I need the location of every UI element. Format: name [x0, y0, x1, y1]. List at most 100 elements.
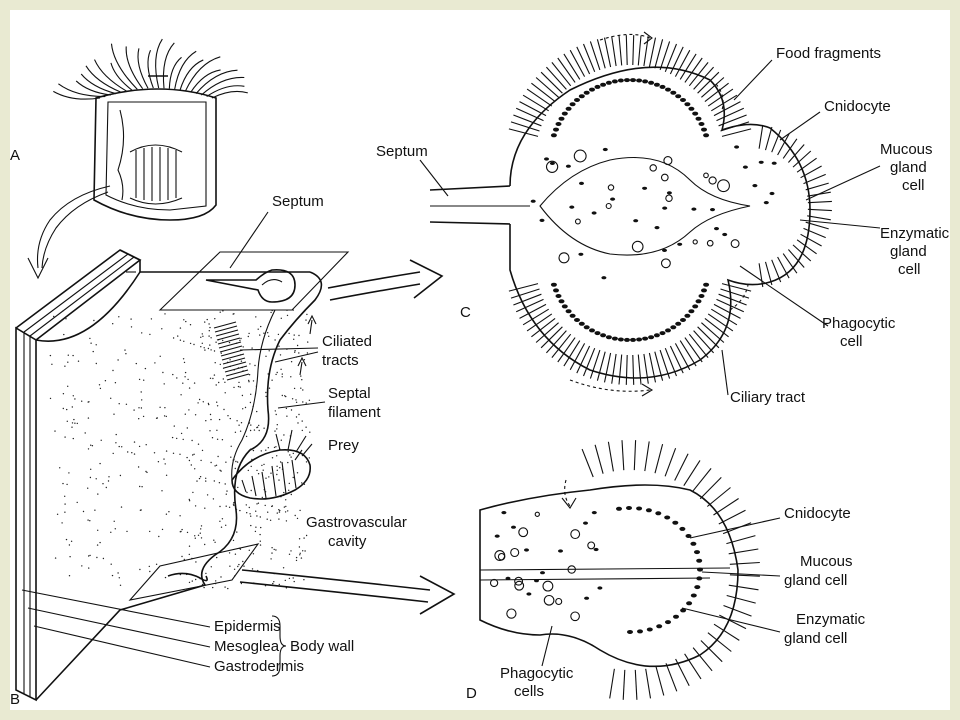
stipple-dot [266, 518, 268, 520]
nucleus [698, 122, 705, 126]
stipple-dot [279, 509, 281, 512]
cilium [777, 256, 790, 279]
nucleus [584, 596, 590, 600]
stipple-dot [107, 480, 110, 482]
stipple-dot [214, 465, 216, 467]
stipple-dot [118, 445, 120, 448]
stipple-dot [303, 310, 306, 313]
nucleus [589, 328, 595, 333]
nucleus [617, 78, 624, 83]
stipple-dot [305, 426, 307, 428]
nucleus [686, 601, 693, 606]
stipple-dot [112, 369, 114, 372]
stipple-dot [278, 509, 280, 511]
cilium [722, 522, 752, 535]
cilium [716, 107, 745, 122]
stipple-dot [241, 394, 244, 397]
nucleus [633, 219, 639, 223]
stipple-dot [200, 346, 202, 348]
stipple-dot [278, 479, 280, 481]
cilium [792, 150, 812, 168]
stipple-dot [240, 337, 242, 340]
cilium [697, 326, 720, 349]
stipple-dot [95, 362, 98, 365]
cilium [758, 124, 764, 149]
cilium [771, 259, 782, 283]
arrow-b-to-d [239, 569, 456, 615]
stipple-dot [64, 495, 66, 497]
cilia-hatch-line [215, 329, 239, 337]
stipple-dot [212, 586, 214, 589]
nucleus [540, 571, 545, 575]
stipple-dot [237, 385, 240, 388]
cilium [720, 288, 750, 299]
cilia-hatch-line [226, 373, 250, 381]
label-enzymatic-c-1: Enzymatic [880, 225, 950, 242]
vesicle [489, 578, 499, 588]
nucleus [692, 111, 699, 116]
stipple-dot [68, 472, 70, 474]
stipple-dot [183, 319, 185, 321]
stipple-dot [292, 577, 294, 579]
stipple-dot [214, 362, 216, 364]
cilium [719, 614, 747, 630]
stipple-dot [234, 553, 237, 555]
stipple-dot [290, 376, 292, 378]
stipple-dot [72, 395, 74, 397]
stipple-dot [163, 458, 165, 460]
stipple-dot [171, 436, 174, 439]
stipple-dot [188, 459, 191, 462]
stipple-dot [263, 463, 265, 466]
vesicle [717, 179, 730, 193]
stipple-dot [308, 399, 311, 401]
cilium [691, 468, 712, 493]
stipple-dot [271, 457, 274, 459]
stipple-dot [155, 417, 158, 419]
stipple-dot [243, 565, 245, 567]
cilium [510, 121, 540, 132]
cilium [531, 82, 556, 103]
stipple-dot [222, 378, 224, 380]
stipple-dot [259, 544, 262, 546]
cilium [637, 35, 642, 66]
stipple-dot [217, 455, 219, 458]
panel-label-d: D [466, 685, 477, 702]
stipple-dot [255, 316, 257, 318]
stipple-dot [283, 491, 285, 494]
stipple-dot [87, 448, 90, 450]
cilium [632, 35, 635, 66]
stipple-dot [265, 477, 267, 479]
stipple-dot [72, 437, 74, 440]
stipple-dot [256, 469, 258, 472]
tentacle [190, 69, 221, 93]
nucleus [565, 164, 571, 168]
tentacle [80, 73, 117, 95]
cilium [674, 343, 691, 371]
stipple-dot [95, 344, 97, 346]
stipple-dot [276, 424, 278, 426]
stipple-dot [283, 506, 286, 508]
vesicle [660, 258, 671, 269]
cilium [758, 263, 764, 288]
cilium [551, 333, 572, 358]
nucleus [675, 94, 682, 99]
cilium [728, 584, 759, 591]
cilium [643, 353, 649, 384]
label-ciliated: Ciliated [322, 333, 372, 350]
stipple-dot [228, 552, 231, 554]
stipple-dot [213, 539, 215, 541]
stipple-dot [260, 450, 262, 452]
stipple-dot [213, 350, 216, 352]
cilium [582, 43, 596, 73]
diagram-canvas: A B C D Septum Ciliated tracts Septal fi… [10, 31, 950, 708]
nucleus [605, 80, 612, 85]
stipple-dot [240, 422, 243, 424]
leader-lines [21, 59, 881, 677]
stipple-dot [165, 415, 167, 418]
stipple-dot [294, 351, 296, 353]
nucleus [553, 288, 559, 293]
stipple-dot [210, 349, 212, 351]
nucleus [690, 593, 697, 598]
stipple-dot [154, 362, 156, 364]
vesicle [587, 541, 596, 550]
